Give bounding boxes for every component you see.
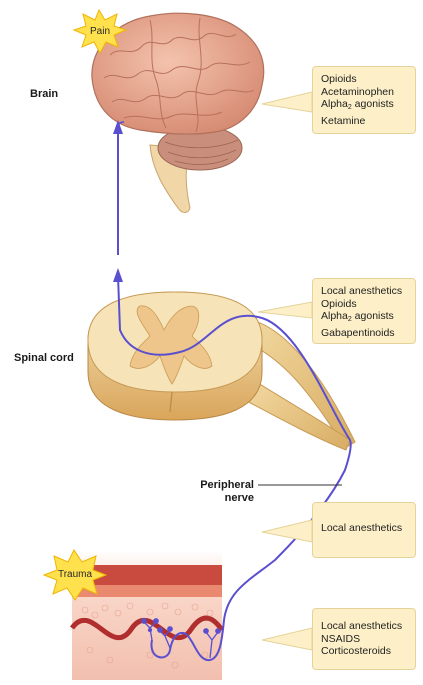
trauma-burst-label: Trauma	[52, 569, 98, 580]
spinal-drug-1: Local anesthetics	[321, 285, 407, 298]
skin-drug-callout: Local anesthetics NSAIDS Corticosteroids	[312, 608, 416, 670]
peripheral-nerve-label-line2: nerve	[196, 492, 254, 505]
skin-drug-2: NSAIDS	[321, 633, 407, 646]
spinal-drug-callout: Local anesthetics Opioids Alpha2 agonist…	[312, 278, 416, 344]
brain-drug-4: Ketamine	[321, 115, 407, 128]
spinal-drug-3: Alpha2 agonists	[321, 310, 407, 327]
brain-drug-1: Opioids	[321, 73, 407, 86]
brain-drug-3: Alpha2 agonists	[321, 98, 407, 115]
spinal-drug-2: Opioids	[321, 298, 407, 311]
skin-drug-1: Local anesthetics	[321, 620, 407, 633]
peripheral-nerve-label: Peripheral nerve	[196, 479, 254, 505]
peripheral-nerve-label-line1: Peripheral	[196, 479, 254, 492]
brain-drug-callout: Opioids Acetaminophen Alpha2 agonists Ke…	[312, 66, 416, 134]
brain-label: Brain	[30, 88, 58, 100]
spinal-cord-label: Spinal cord	[14, 352, 74, 364]
brain-drug-2: Acetaminophen	[321, 86, 407, 99]
pain-burst-label: Pain	[82, 26, 118, 37]
spinal-drug-4: Gabapentinoids	[321, 327, 407, 340]
nerve-drug-callout: Local anesthetics	[312, 502, 416, 558]
nerve-drug-1: Local anesthetics	[321, 522, 407, 535]
skin-drug-3: Corticosteroids	[321, 645, 407, 658]
